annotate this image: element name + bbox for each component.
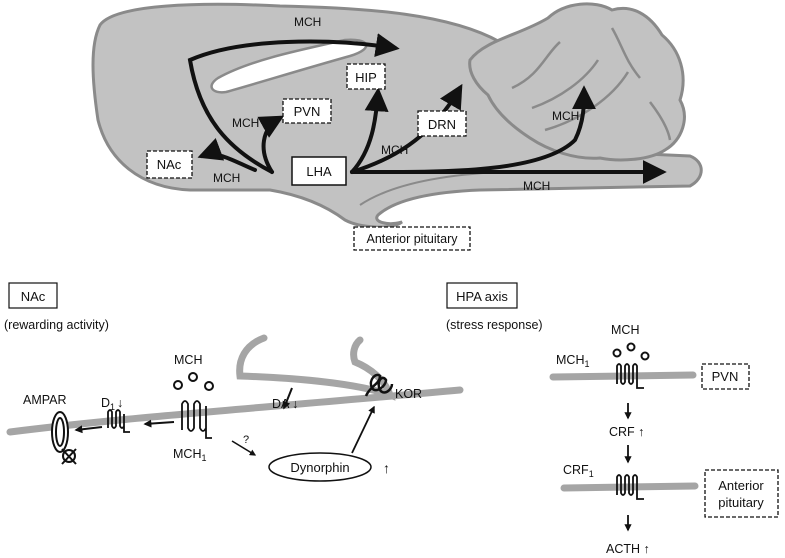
- d1-receptor-icon: [107, 409, 130, 433]
- hpa-panel-title-box: [446, 282, 518, 309]
- hpa-panel-subtitle: (stress response): [446, 318, 543, 332]
- arrow-dynorphin-to-kor: [351, 405, 375, 454]
- pvn-box: [282, 98, 332, 124]
- mch-label-cortex: MCH: [294, 15, 321, 29]
- projection-hip: [350, 87, 389, 174]
- lha-box: [291, 156, 347, 186]
- mch-particles: [173, 372, 214, 391]
- mch-label-nac: MCH: [213, 171, 240, 185]
- hpa-mch1-receptor-icon: [616, 363, 644, 389]
- projection-drn: [350, 83, 463, 174]
- lha-label: LHA: [306, 164, 332, 179]
- mch-label-brainstem: MCH: [523, 179, 550, 193]
- ampar-label: AMPAR: [23, 393, 67, 407]
- hpa-mch1-label: MCH1: [556, 353, 589, 369]
- mch-label-pvn: MCH: [232, 116, 259, 130]
- nac-panel-subtitle: (rewarding activity): [4, 318, 109, 332]
- presynaptic-terminal: [236, 334, 396, 401]
- acth-label: ACTH ↑: [606, 542, 650, 556]
- crf-label: CRF ↑: [609, 425, 644, 439]
- hpa-pituitary-label-1: Anterior: [718, 478, 764, 493]
- arrow-mch1-to-d1: [143, 419, 175, 428]
- hpa-panel: HPA axis (stress response) MCH MCH1 PVN …: [446, 282, 779, 556]
- drn-label: DRN: [428, 117, 456, 132]
- nac-mch-label: MCH: [174, 353, 202, 367]
- ampar-icon: [51, 411, 77, 465]
- lateral-ventricle: [210, 38, 368, 94]
- dynorphin-label: Dynorphin: [290, 460, 349, 475]
- hpa-panel-title: HPA axis: [456, 289, 508, 304]
- arrow-da-release: [282, 387, 293, 410]
- arrow-d1-to-ampar: [74, 425, 103, 434]
- hpa-mch-particles: [612, 342, 650, 361]
- hpa-pituitary-label-2: pituitary: [718, 495, 764, 510]
- kor-receptor-icon: [364, 373, 394, 397]
- question-label: ?: [243, 434, 249, 446]
- hpa-mch-label: MCH: [611, 323, 639, 337]
- projection-cortex: [187, 33, 400, 174]
- hip-box: [346, 63, 386, 90]
- hpa-pvn-label: PVN: [712, 369, 739, 384]
- nac-mch1-label: MCH1: [173, 447, 206, 463]
- pvn-membrane: [549, 371, 697, 381]
- pituitary-label: Anterior pituitary: [366, 232, 458, 246]
- projection-pvn: [257, 115, 285, 174]
- dynorphin-up: ↑: [383, 460, 390, 476]
- nac-panel: NAc (rewarding activity) MCH MCH1 D1↓: [4, 282, 464, 482]
- hpa-pituitary-box: [704, 469, 779, 518]
- da-label: DA ↓: [272, 397, 298, 411]
- pvn-label: PVN: [294, 104, 321, 119]
- nac-panel-title: NAc: [21, 289, 46, 304]
- mch1-receptor-icon: [181, 400, 212, 439]
- nac-label: NAc: [157, 157, 182, 172]
- brain-section: LHA HIP PVN DRN NAc Anterior pituitary M…: [91, 2, 703, 251]
- hpa-pvn-box: [701, 363, 750, 390]
- crf1-receptor-icon: [616, 474, 644, 500]
- pituitary-box: [353, 226, 471, 251]
- kor-label: KOR: [395, 387, 422, 401]
- hip-label: HIP: [355, 70, 377, 85]
- nac-box: [146, 150, 193, 179]
- mch-label-cerebellum: MCH: [552, 109, 579, 123]
- drn-box: [417, 110, 467, 137]
- nac-panel-title-box: [8, 282, 58, 309]
- mch-projections: [187, 33, 667, 184]
- mch-label-drn: MCH: [381, 143, 408, 157]
- arrow-mch1-to-dynorphin: [231, 440, 257, 456]
- projection-nac: [197, 138, 257, 172]
- d1-label: D1↓: [101, 396, 123, 412]
- crf1-label: CRF1: [563, 463, 594, 479]
- dynorphin-ellipse: [268, 452, 372, 482]
